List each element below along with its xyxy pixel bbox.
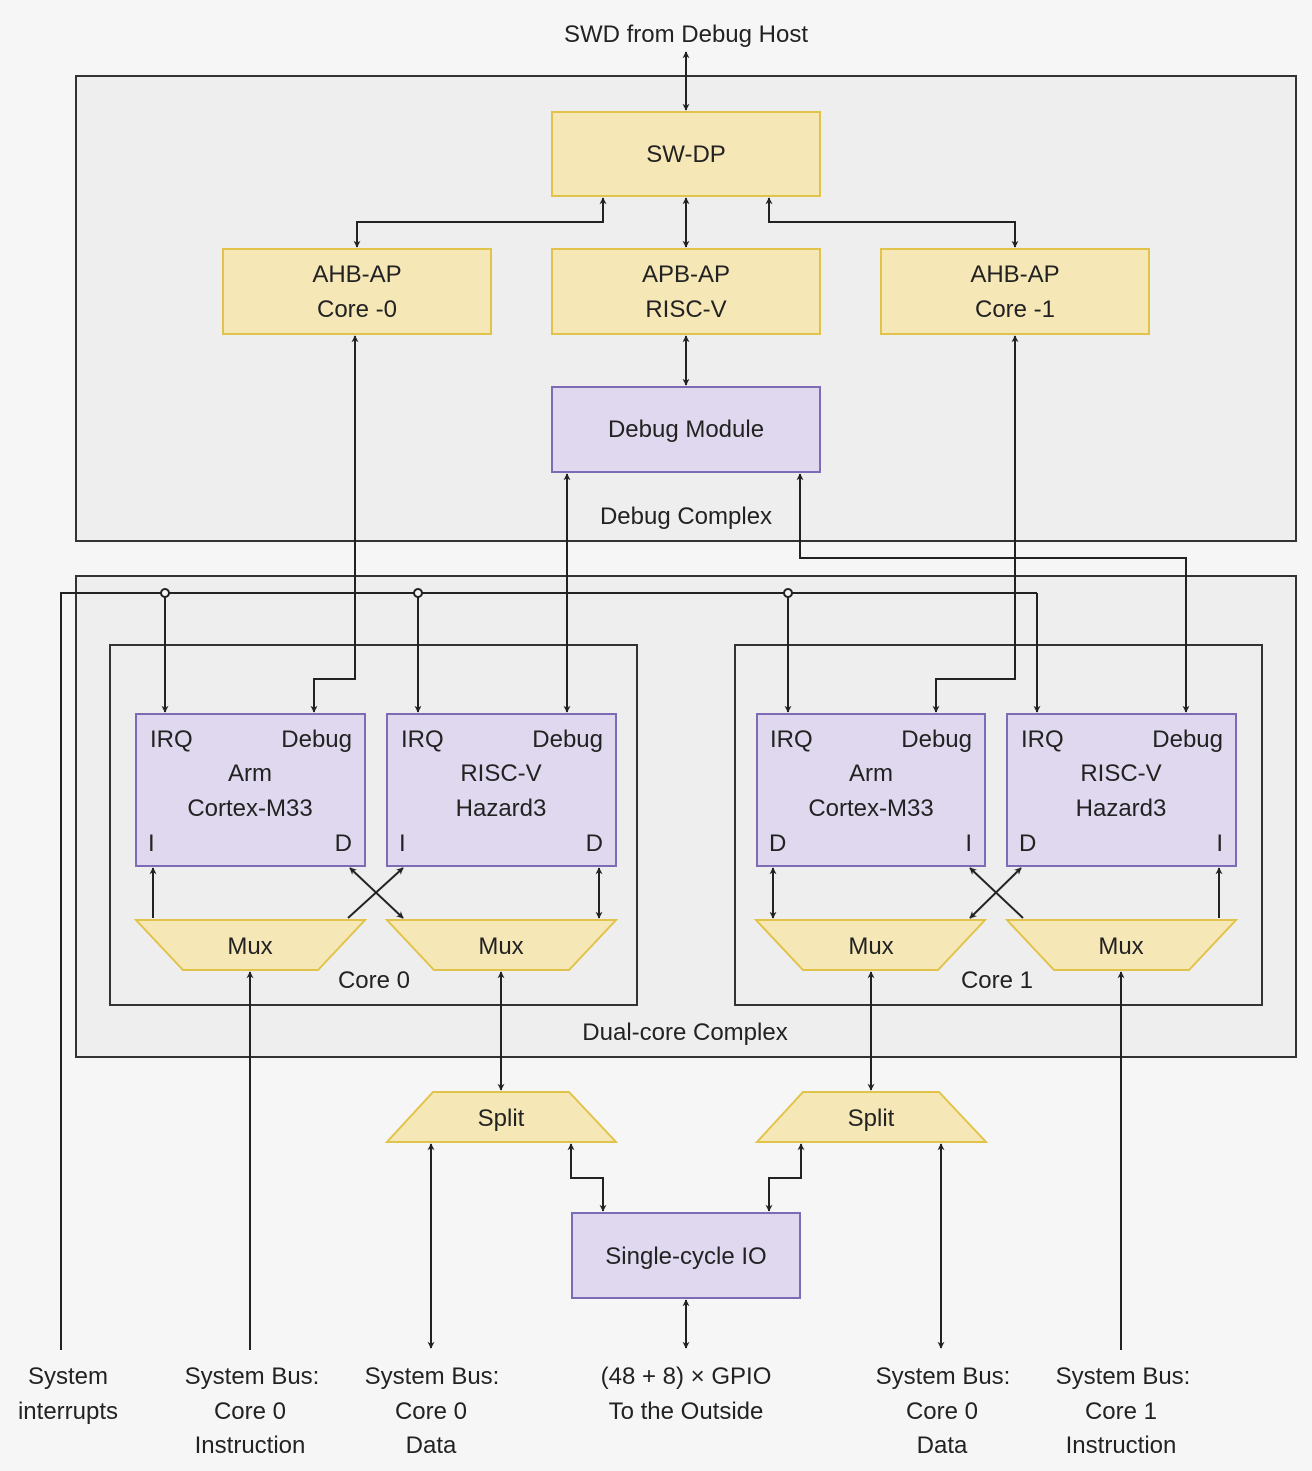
core0-arm-name-line2: Cortex-M33 [187,795,312,822]
core0-riscv-left-port: I [399,830,406,857]
core0-mux-left: Mux [133,919,368,971]
svg-text:Instruction: Instruction [195,1432,306,1459]
debug-module-to-core1-riscv-debug [796,473,1190,713]
svg-text:Data: Data [406,1432,457,1459]
core1-arm-name-line1: Arm [849,760,893,787]
svg-text:Core 0: Core 0 [906,1398,978,1425]
core0-riscv-name-line1: RISC-V [460,760,541,787]
debug-module-box: Debug Module [551,386,821,473]
split-right-to-sio [765,1143,805,1212]
ahb-ap-core0-line1: AHB-AP [312,261,401,288]
core0-riscv-debug-port: Debug [532,726,603,753]
core1-arm-left-port: D [769,830,786,857]
core0-region [109,644,638,1006]
core1-mux-left-label: Mux [848,933,893,960]
single-cycle-io-box: Single-cycle IO [571,1212,801,1299]
split-left-label: Split [478,1105,525,1132]
core1-riscv-debug-port: Debug [1152,726,1223,753]
core1-arm-processor: IRQ Debug Arm Cortex-M33 D I [756,713,986,867]
svg-text:Data: Data [917,1432,968,1459]
system-interrupts-label: System interrupts [18,1363,118,1425]
debug-module-label: Debug Module [608,416,764,443]
svg-text:interrupts: interrupts [18,1398,118,1425]
core1-arm-i-from-mux-right [969,867,1024,919]
core0-arm-processor: IRQ Debug Arm Cortex-M33 I D [135,713,366,867]
ahb-ap-core0-to-arm-debug [310,335,359,713]
core1-mux-right-label: Mux [1098,933,1143,960]
core0-arm-irq-port: IRQ [150,726,193,753]
core0-arm-left-port: I [148,830,155,857]
split-right-label: Split [848,1105,895,1132]
core1-riscv-right-port: I [1216,830,1223,857]
svg-text:Core 1: Core 1 [1085,1398,1157,1425]
swdp-label: SW-DP [646,141,726,168]
irq-junction-2 [413,588,423,598]
svg-text:To the Outside: To the Outside [609,1398,764,1425]
core0-riscv-processor: IRQ Debug RISC-V Hazard3 I D [386,713,617,867]
core0-arm-debug-port: Debug [281,726,352,753]
core1-arm-right-port: I [965,830,972,857]
ahb-ap-core1-box: AHB-AP Core -1 [880,248,1150,335]
svg-text:System Bus:: System Bus: [876,1363,1011,1390]
irq-junction-3 [783,588,793,598]
core1-riscv-name-line1: RISC-V [1080,760,1161,787]
split-left-to-sio [567,1143,607,1212]
ahb-ap-core0-line2: Core -0 [317,296,397,323]
core1-riscv-left-port: D [1019,830,1036,857]
svg-text:System Bus:: System Bus: [1056,1363,1191,1390]
core1-riscv-irq-port: IRQ [1021,726,1064,753]
system-bus-core0-instruction-label: System Bus: Core 0 Instruction [185,1363,320,1459]
ahb-ap-core0-box: AHB-AP Core -0 [222,248,492,335]
apb-ap-riscv-line1: APB-AP [642,261,730,288]
svg-text:Core 0: Core 0 [214,1398,286,1425]
svg-text:System Bus:: System Bus: [185,1363,320,1390]
swd-host-label: SWD from Debug Host [564,21,808,48]
core1-arm-name-line2: Cortex-M33 [808,795,933,822]
system-bus-core1-data-label: System Bus: Core 0 Data [876,1363,1011,1459]
swdp-box: SW-DP [551,111,821,197]
ahb-ap-core1-line1: AHB-AP [970,261,1059,288]
swdp-to-ahb-ap-core0 [353,197,607,248]
svg-text:System Bus:: System Bus: [365,1363,500,1390]
apb-ap-riscv-line2: RISC-V [645,296,726,323]
core0-mux-left-label: Mux [227,933,272,960]
core1-riscv-processor: IRQ Debug RISC-V Hazard3 D I [1006,713,1237,867]
ahb-ap-core1-line2: Core -1 [975,296,1055,323]
core0-label: Core 0 [338,967,410,994]
core1-mux-right: Mux [1004,919,1239,971]
split-left: Split [384,1091,619,1143]
core0-riscv-i-from-mux-left [347,867,404,919]
svg-text:System: System [28,1363,108,1390]
core0-arm-right-port: D [335,830,352,857]
system-bus-core1-instruction-label: System Bus: Core 1 Instruction [1056,1363,1191,1459]
svg-text:Core 0: Core 0 [395,1398,467,1425]
core0-arm-name-line1: Arm [228,760,272,787]
core1-mux-left: Mux [753,919,988,971]
svg-text:(48 + 8) × GPIO: (48 + 8) × GPIO [601,1363,772,1390]
apb-ap-riscv-box: APB-AP RISC-V [551,248,821,335]
core0-riscv-name-line2: Hazard3 [456,795,547,822]
split-right: Split [754,1091,989,1143]
core0-riscv-right-port: D [586,830,603,857]
core1-arm-debug-port: Debug [901,726,972,753]
debug-complex-label: Debug Complex [600,503,772,530]
core1-riscv-name-line2: Hazard3 [1076,795,1167,822]
core0-riscv-irq-port: IRQ [401,726,444,753]
gpio-label: (48 + 8) × GPIO To the Outside [601,1363,772,1425]
svg-text:Instruction: Instruction [1066,1432,1177,1459]
system-bus-core0-data-label: System Bus: Core 0 Data [365,1363,500,1459]
swdp-to-ahb-ap-core1 [765,197,1019,248]
system-interrupts-bus [60,592,1037,1350]
core1-label: Core 1 [961,967,1033,994]
single-cycle-io-label: Single-cycle IO [605,1243,766,1270]
core0-mux-right: Mux [384,919,619,971]
core0-mux-right-label: Mux [478,933,523,960]
dual-core-complex-label: Dual-core Complex [582,1019,787,1046]
irq-junction-1 [160,588,170,598]
core1-arm-irq-port: IRQ [770,726,813,753]
